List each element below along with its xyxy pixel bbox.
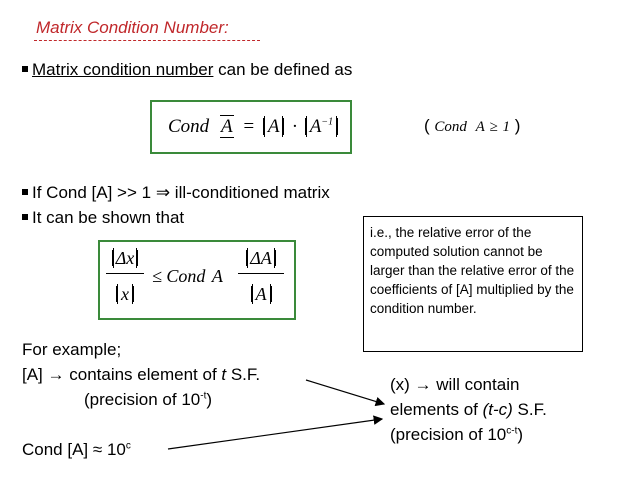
equation-box-error-bound: [98, 240, 296, 320]
side-one: 1: [502, 119, 511, 135]
eq2-a2: A: [251, 284, 271, 304]
eq2-x: x: [117, 284, 133, 304]
result-elements: elements of: [390, 400, 483, 419]
bullet-shown: It can be shown that: [22, 208, 184, 228]
example-line-2: (precision of 10-t): [84, 390, 212, 410]
equation-definition: Cond A = A · A−1: [168, 115, 338, 138]
bullet-square-icon: [22, 214, 28, 220]
equation-box-definition: [150, 100, 352, 154]
result-precision-sup: c-t: [506, 425, 518, 437]
eq2-da: ΔA: [247, 248, 275, 268]
result-line-2: elements of (t-c) S.F.: [390, 400, 547, 420]
ill-text-a: If Cond [A] >> 1: [32, 183, 156, 202]
implies-arrow-icon: ⇒: [155, 183, 171, 202]
example-line-1: [A] → contains element of t S.F.: [22, 365, 260, 385]
eq1-dot: ·: [292, 116, 297, 137]
eq2-middle: ≤ Cond A: [152, 266, 223, 287]
eq2-a: A: [211, 266, 223, 286]
explanation-note: i.e., the relative error of the computed…: [363, 216, 583, 352]
bullet-definition: Matrix condition number can be defined a…: [22, 60, 352, 80]
eq2-frac-left-den: x: [106, 284, 144, 305]
arrow-right-icon: →: [414, 375, 432, 394]
eq1-norm-ainv: A−1: [305, 116, 338, 137]
result-sf: S.F.: [512, 400, 547, 419]
example-a-label: [A]: [22, 365, 48, 384]
example-line-3: Cond [A] ≈ 10c: [22, 440, 131, 460]
example-cond: Cond [A]: [22, 440, 93, 459]
side-a: A: [475, 119, 485, 135]
eq2-le: ≤: [152, 266, 162, 286]
result-x: (x): [390, 375, 415, 394]
title-underline: [34, 40, 260, 41]
eq2-frac-right-num: ΔA: [238, 248, 284, 274]
eq1-cond: Cond: [168, 116, 210, 137]
example-sf: S.F.: [226, 365, 261, 384]
bullet-square-icon: [22, 189, 28, 195]
side-close: ): [514, 116, 521, 135]
arrow-cond-to-result: [167, 415, 384, 450]
eq1-equals: =: [242, 116, 256, 137]
eq1-a: A: [219, 115, 234, 138]
example-t: t: [221, 365, 227, 384]
side-cond: Cond: [434, 119, 467, 135]
side-ge: ≥: [489, 119, 498, 135]
condition-lower-bound: ( Cond A ≥ 1 ): [424, 116, 520, 136]
eq2-frac-left-num: Δx: [106, 248, 144, 274]
ill-text-b: ill-conditioned matrix: [170, 183, 330, 202]
example-precision-sup: -t: [200, 390, 207, 402]
equation-error-bound: Δx x ≤ Cond A ΔA A: [104, 248, 292, 314]
bullet-square-icon: [22, 66, 28, 72]
arrow-right-icon: →: [47, 365, 65, 384]
shown-text: It can be shown that: [32, 208, 185, 227]
bullet-ill-conditioned: If Cond [A] >> 1 ⇒ ill-conditioned matri…: [22, 183, 330, 203]
example-heading: For example;: [22, 340, 122, 359]
result-precision-close: ): [517, 425, 524, 444]
definition-rest: can be defined as: [213, 60, 353, 79]
result-line-3: (precision of 10c-t): [390, 425, 523, 445]
eq2-frac-right-den: A: [238, 284, 284, 305]
side-open: (: [424, 116, 430, 135]
example-ten: 10: [102, 440, 126, 459]
eq2-dx: Δx: [112, 248, 138, 268]
example-contains: contains element of: [64, 365, 222, 384]
result-line-1: (x) → will contain: [390, 375, 519, 395]
definition-term: Matrix condition number: [32, 60, 214, 79]
example-precision: (precision of 10: [84, 390, 201, 409]
example-precision-close: ): [206, 390, 213, 409]
result-tc: (t-c): [482, 400, 513, 419]
eq2-cond: Cond: [166, 266, 206, 286]
slide-title: Matrix Condition Number:: [36, 18, 229, 37]
eq1-ainv-base: A: [309, 116, 322, 137]
result-will-contain: will contain: [431, 375, 520, 394]
approx-icon: ≈: [92, 440, 103, 459]
eq1-norm-a: A: [263, 116, 284, 137]
example-ten-sup: c: [125, 440, 131, 452]
arrow-sf-to-result: [305, 379, 386, 407]
eq1-inv-sup: −1: [321, 116, 334, 128]
result-precision: (precision of 10: [390, 425, 507, 444]
